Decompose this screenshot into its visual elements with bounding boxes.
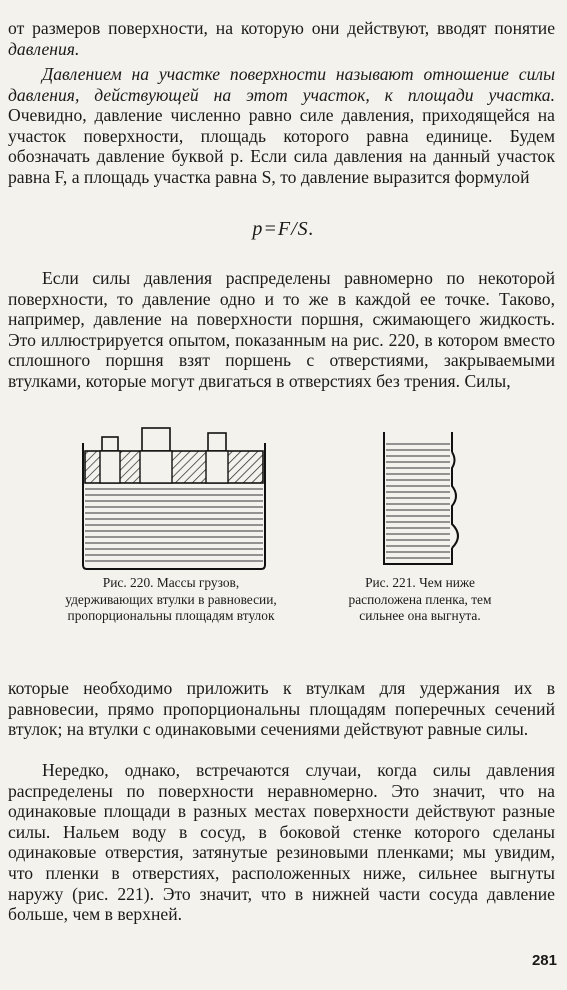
definition-text: Давлением на участке поверхности называю… <box>8 64 555 105</box>
paragraph-uniform-pressure: Если силы давления распределены равномер… <box>8 268 555 391</box>
paragraph-definition: Давлением на участке поверхности называю… <box>8 64 555 188</box>
definition-explanation: Очевидно, давление численно равно силе д… <box>8 105 555 187</box>
page-number: 281 <box>531 952 557 969</box>
weight-small-left <box>101 436 119 452</box>
figure-221-vessel-with-films <box>383 432 459 565</box>
figure-220-caption: Рис. 220. Массы грузов, удерживающих вту… <box>65 575 277 623</box>
figure-220-piston-vessel <box>82 427 266 570</box>
weight-medium-right <box>207 432 227 452</box>
liquid-lines <box>85 488 263 562</box>
term-davleniya: давления. <box>8 38 80 59</box>
paragraph-nonuniform-pressure: Нередко, однако, встречаются случаи, ког… <box>8 760 555 925</box>
paragraph-intro-text: от размеров поверхности, на которую они … <box>8 18 555 38</box>
vessel-walls <box>82 443 266 570</box>
paragraph-bushing-forces: которые необходимо приложить к втулкам д… <box>8 678 555 740</box>
rubber-films <box>451 451 459 549</box>
bushing-right <box>205 450 229 484</box>
formula-pressure: p=F/S. <box>252 218 315 240</box>
bushing-left <box>99 450 121 484</box>
water-lines <box>386 443 450 559</box>
weight-large-center <box>141 427 171 452</box>
vessel-left-and-bottom <box>383 432 453 565</box>
bushing-center <box>139 450 173 484</box>
paragraph-intro: от размеров поверхности, на которую они … <box>8 18 555 59</box>
figure-221-caption: Рис. 221. Чем ниже расположена пленка, т… <box>348 575 492 623</box>
